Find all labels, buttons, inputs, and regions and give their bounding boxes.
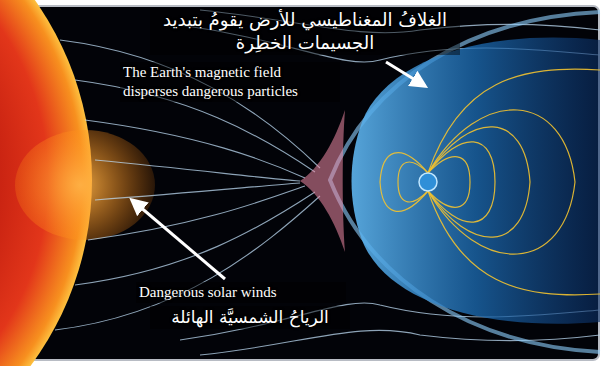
arabic-label: الغلافُ المغناطيسي للأرض يقومُ بتبديد ال… [150,8,460,55]
english-label: Dangerous solar winds [136,282,346,303]
arabic-label: الرياحُ الشمسيَّة الهائلة [150,306,350,329]
english-label: The Earth's magnetic field disperses dan… [120,62,340,102]
